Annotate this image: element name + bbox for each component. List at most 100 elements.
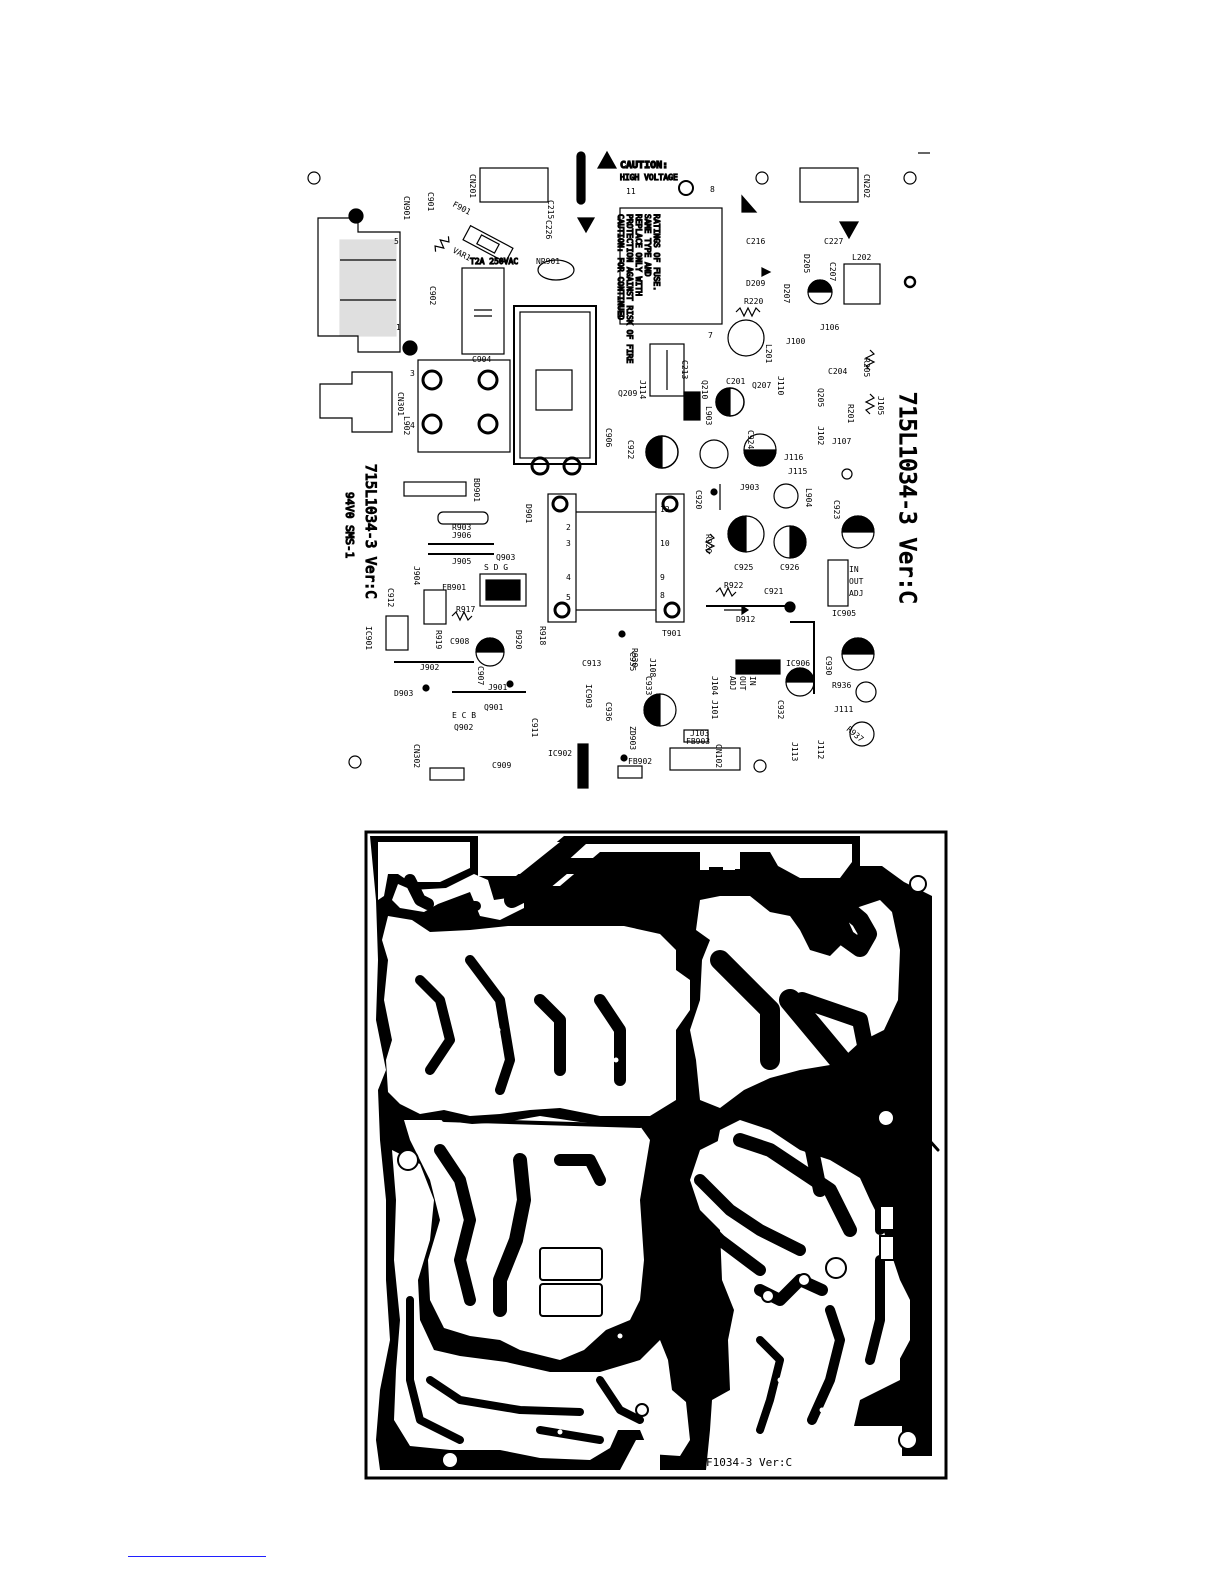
svg-text:J906: J906 [452,531,471,540]
svg-text:C912: C912 [386,588,395,607]
fuse-f901 [462,224,514,264]
svg-text:FB901: FB901 [442,583,466,592]
r205-resistor [864,349,876,371]
svg-text:J116: J116 [784,453,803,462]
cn201-connector [479,167,549,203]
svg-text:J115: J115 [788,467,807,476]
warning-icon [596,150,618,169]
board-id-label-small: 715L1034-3 Ver:C [362,464,378,599]
svg-text:C933: C933 [644,676,653,695]
svg-text:J112: J112 [816,740,825,759]
cn202-connector [799,167,859,203]
svg-text:CN302: CN302 [412,744,421,768]
svg-text:R936: R936 [832,681,851,690]
svg-text:L904: L904 [804,488,813,507]
board-id-label: 715L1034-3 Ver:C [894,392,919,604]
svg-text:IN: IN [849,565,859,574]
svg-text:5: 5 [394,237,399,246]
l201-inductor [727,319,765,357]
c906-bulk-area [513,305,597,465]
svg-text:J107: J107 [832,437,851,446]
svg-text:C908: C908 [450,637,469,646]
var1-varistor [434,236,450,252]
svg-text:Q210: Q210 [700,380,709,399]
copper-traces [404,858,940,1444]
svg-text:D912: D912 [736,615,755,624]
svg-text:J903: J903 [740,483,759,492]
svg-text:C922: C922 [626,440,635,459]
svg-text:C216: C216 [746,237,765,246]
svg-text:4: 4 [566,573,571,582]
svg-text:J901: J901 [488,683,507,692]
svg-text:D207: D207 [782,284,791,303]
svg-text:C213: C213 [680,360,689,379]
l903-inductor [699,439,729,469]
svg-text:R920: R920 [704,534,713,553]
svg-text:C921: C921 [764,587,783,596]
c904-capacitor [461,267,505,355]
l904-inductor [773,483,799,509]
r936-ring [855,681,877,703]
svg-text:8: 8 [710,185,715,194]
cn102-connector [669,747,741,771]
svg-text:T901: T901 [662,629,681,638]
svg-text:Q209: Q209 [618,389,637,398]
svg-text:J904: J904 [412,566,421,585]
svg-text:C902: C902 [428,286,437,305]
svg-text:J905: J905 [452,557,471,566]
svg-text:C935: C935 [628,652,637,671]
q903-mosfet [479,573,527,607]
svg-text:D205: D205 [802,254,811,273]
svg-text:VAR1: VAR1 [451,246,472,263]
r922-resistor [715,586,737,598]
svg-text:IN: IN [748,676,757,686]
svg-text:FB902: FB902 [628,757,652,766]
svg-text:R917: R917 [456,605,475,614]
svg-text:PROTECTION AGAINST RISK OF FIR: PROTECTION AGAINST RISK OF FIRE [625,214,634,363]
ic906-regulator [735,659,781,675]
r920-resistor [704,533,716,555]
svg-text:ADJ: ADJ [849,589,863,598]
svg-text:IC905: IC905 [832,609,856,618]
svg-text:R918: R918 [538,626,547,645]
svg-text:12: 12 [660,505,670,514]
svg-text:L202: L202 [852,253,871,262]
isolation-slot [577,743,589,789]
svg-text:C923: C923 [832,500,841,519]
warning-icon [741,194,758,213]
svg-text:8: 8 [660,591,665,600]
svg-text:REPLACE ONLY WITH: REPLACE ONLY WITH [634,214,643,296]
svg-text:CN201: CN201 [468,174,477,198]
fb903-bead [683,729,709,743]
svg-text:R937: R937 [845,725,866,744]
svg-text:J902: J902 [420,663,439,672]
copper-pads [380,867,927,1469]
svg-text:CN301: CN301 [396,392,405,416]
svg-text:NR901: NR901 [536,257,560,266]
svg-text:J104: J104 [710,676,719,695]
r903-resistor [437,511,489,525]
q210-transistor [683,391,701,421]
svg-text:D920: D920 [514,630,523,649]
svg-text:ZD903: ZD903 [628,726,637,750]
svg-text:2: 2 [566,523,571,532]
svg-text:J105: J105 [876,396,885,415]
r937-ring [849,721,875,747]
svg-text:C909: C909 [492,761,511,770]
svg-text:E C B: E C B [452,711,476,720]
svg-text:S D G: S D G [484,563,508,572]
nr901-thermistor [537,259,575,281]
fb901-bead [423,589,447,625]
t901-transformer [547,493,577,623]
svg-text:Q902: Q902 [454,723,473,732]
svg-text:ADJ: ADJ [728,676,737,690]
svg-text:D209: D209 [746,279,765,288]
svg-text:J113: J113 [790,742,799,761]
svg-text:D901: D901 [524,504,533,523]
r201-resistor [864,393,876,415]
svg-text:10: 10 [660,539,670,548]
svg-text:R930: R930 [630,648,639,667]
r220-resistor [735,306,761,318]
copper-layer: F1034-3 Ver:C [364,830,948,1480]
